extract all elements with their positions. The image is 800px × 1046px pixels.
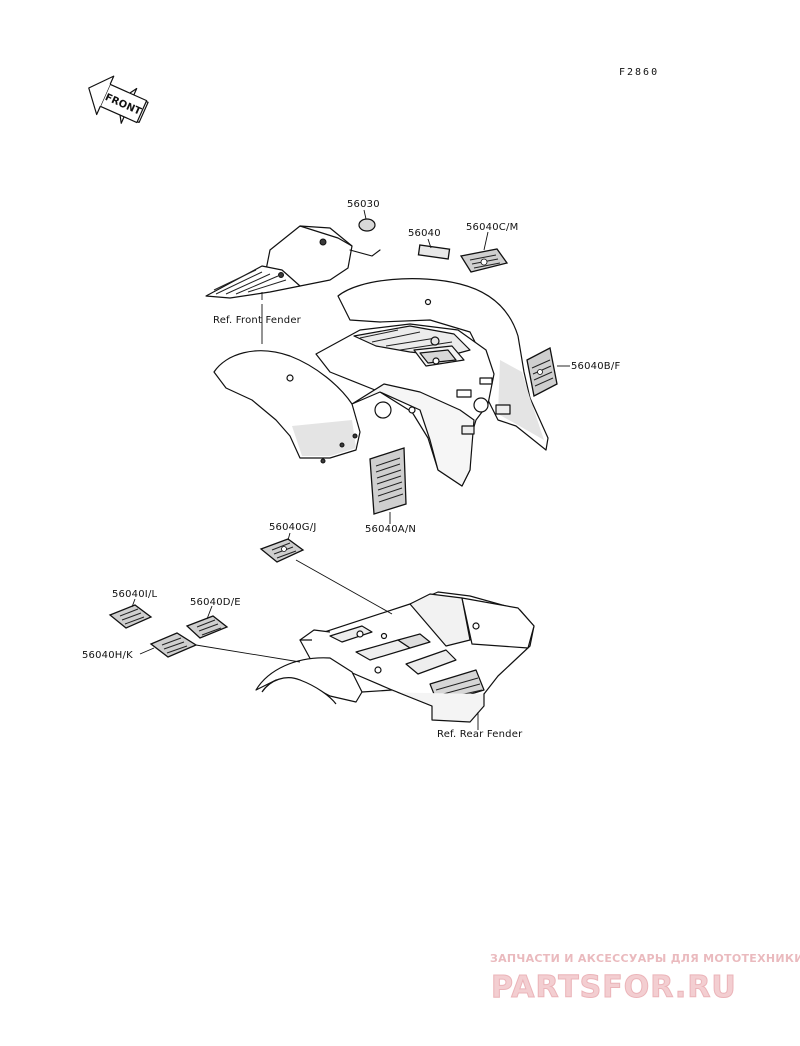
part-56040hk-label: 56040H/K xyxy=(82,650,133,661)
part-56040gj-label: 56040G/J xyxy=(269,522,316,533)
watermark-tagline: ЗАПЧАСТИ И АКСЕССУАРЫ ДЛЯ МОТОТЕХНИКИ xyxy=(490,952,800,965)
decal-56040de xyxy=(185,615,229,639)
decal-56040cm xyxy=(459,248,509,273)
ref-front-fender-label: Ref. Front Fender xyxy=(213,315,302,326)
ref-rear-fender-label: Ref. Rear Fender xyxy=(437,729,523,740)
decal-56040il xyxy=(108,604,153,629)
part-56040cm-label: 56040C/M xyxy=(466,222,518,233)
part-56030-label: 56030 xyxy=(347,199,380,210)
decal-56040hk xyxy=(149,632,198,658)
rear-fender-body xyxy=(255,591,535,723)
part-56040-strip xyxy=(417,244,451,260)
watermark-logo: PARTSFOR.RU xyxy=(491,970,737,1005)
part-56030-emblem xyxy=(358,218,376,232)
part-56040-label: 56040 xyxy=(408,228,441,239)
front-fender-body xyxy=(213,278,549,487)
part-56040bf-label: 56040B/F xyxy=(571,361,620,372)
watermark: ЗАПЧАСТИ И АКСЕССУАРЫ ДЛЯ МОТОТЕХНИКИ PA… xyxy=(490,952,800,1006)
part-56040de-label: 56040D/E xyxy=(190,597,241,608)
part-56040il-label: 56040I/L xyxy=(112,589,158,600)
decal-56040bf xyxy=(526,347,558,397)
front-upper-cover xyxy=(205,225,381,299)
figure-code: F2860 xyxy=(619,67,659,78)
front-arrow-icon: FRONT xyxy=(88,75,149,124)
part-56040an-label: 56040A/N xyxy=(365,524,416,535)
decal-56040gj xyxy=(259,538,305,563)
decal-56040an xyxy=(369,447,407,515)
